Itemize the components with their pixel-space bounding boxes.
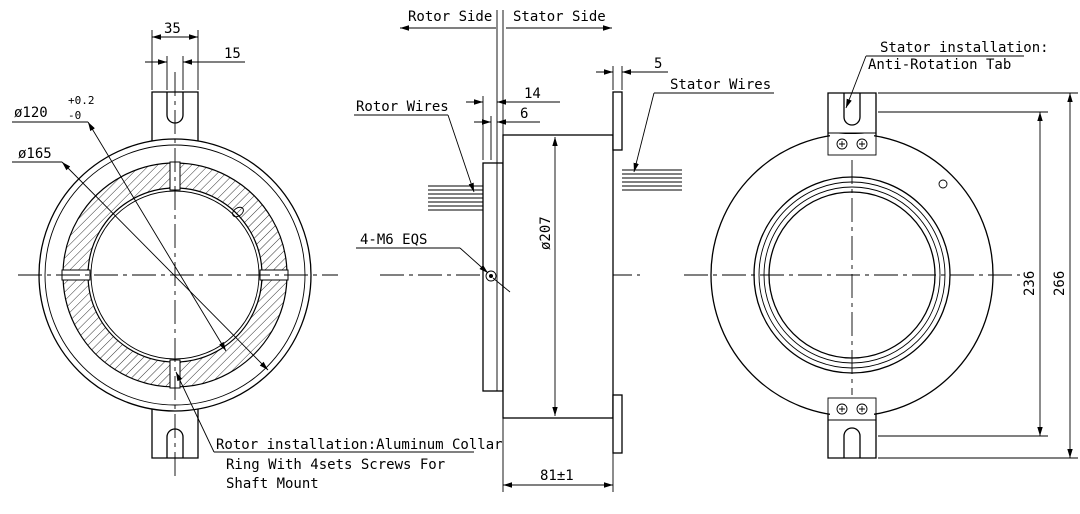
dim-15-label: 15	[224, 46, 241, 62]
dim-14: 14	[466, 86, 560, 160]
dim-bore-tol-lower: -0	[68, 109, 81, 122]
front-view: 35 15 ø120 +0.2 -0 ø165 Rotor inst	[12, 21, 503, 492]
rear-small-hole	[938, 179, 948, 189]
dim-207-label: ø207	[538, 216, 554, 250]
dim-5-label: 5	[654, 56, 662, 72]
rotor-wires	[428, 185, 483, 211]
dim-266-label: 266	[1052, 271, 1068, 296]
dim-81: 81±1	[502, 418, 614, 492]
dim-266: 266	[878, 92, 1078, 459]
rotor-stator-labels: Rotor Side Stator Side	[400, 9, 612, 31]
stator-note-line1: Stator installation:	[880, 40, 1049, 56]
dim-bore-tol-upper: +0.2	[68, 94, 95, 107]
dim-35: 35	[151, 21, 199, 90]
dim-6: 6	[474, 106, 540, 160]
stator-tab-top	[612, 91, 623, 151]
rotor-note-line1: Rotor installation:Aluminum Collar	[216, 437, 503, 453]
stator-note: Stator installation: Anti-Rotation Tab	[845, 40, 1049, 109]
stator-tab-bottom	[612, 394, 623, 454]
stator-wires-label: Stator Wires	[670, 77, 771, 93]
rotor-wires-label: Rotor Wires	[356, 99, 449, 115]
rotor-wires-callout: Rotor Wires	[354, 99, 475, 193]
dim-236: 236	[878, 111, 1048, 437]
dim-6-label: 6	[520, 106, 528, 122]
screws-callout: 4-M6 EQS	[356, 232, 511, 293]
slip-ring-body	[502, 134, 614, 419]
screws-label: 4-M6 EQS	[360, 232, 427, 248]
stator-wires-callout: Stator Wires	[633, 77, 774, 173]
stator-wires	[622, 169, 682, 191]
rear-view: Stator installation: Anti-Rotation Tab 2…	[684, 40, 1078, 459]
rotor-side-label: Rotor Side	[408, 9, 492, 25]
dim-bore-label: ø120	[14, 105, 48, 121]
rotor-note-line2: Ring With 4sets Screws For	[226, 457, 445, 473]
dim-14-label: 14	[524, 86, 541, 102]
dim-165: ø165	[12, 146, 269, 371]
side-view: Rotor Side Stator Side	[354, 9, 774, 492]
rotor-note: Rotor installation:Aluminum Collar Ring …	[175, 371, 503, 492]
stator-side-label: Stator Side	[513, 9, 606, 25]
screw-hole	[485, 270, 497, 282]
dim-236-label: 236	[1022, 271, 1038, 296]
dim-81-label: 81±1	[540, 468, 574, 484]
dim-15: 15	[145, 46, 245, 90]
stator-note-line2: Anti-Rotation Tab	[868, 57, 1011, 73]
rotor-note-line3: Shaft Mount	[226, 476, 319, 492]
dim-bore-120: ø120 +0.2 -0	[12, 94, 227, 352]
dim-207: ø207	[538, 137, 558, 416]
dim-35-label: 35	[164, 21, 181, 37]
dim-5: 5	[596, 56, 668, 90]
dim-165-label: ø165	[18, 146, 52, 162]
